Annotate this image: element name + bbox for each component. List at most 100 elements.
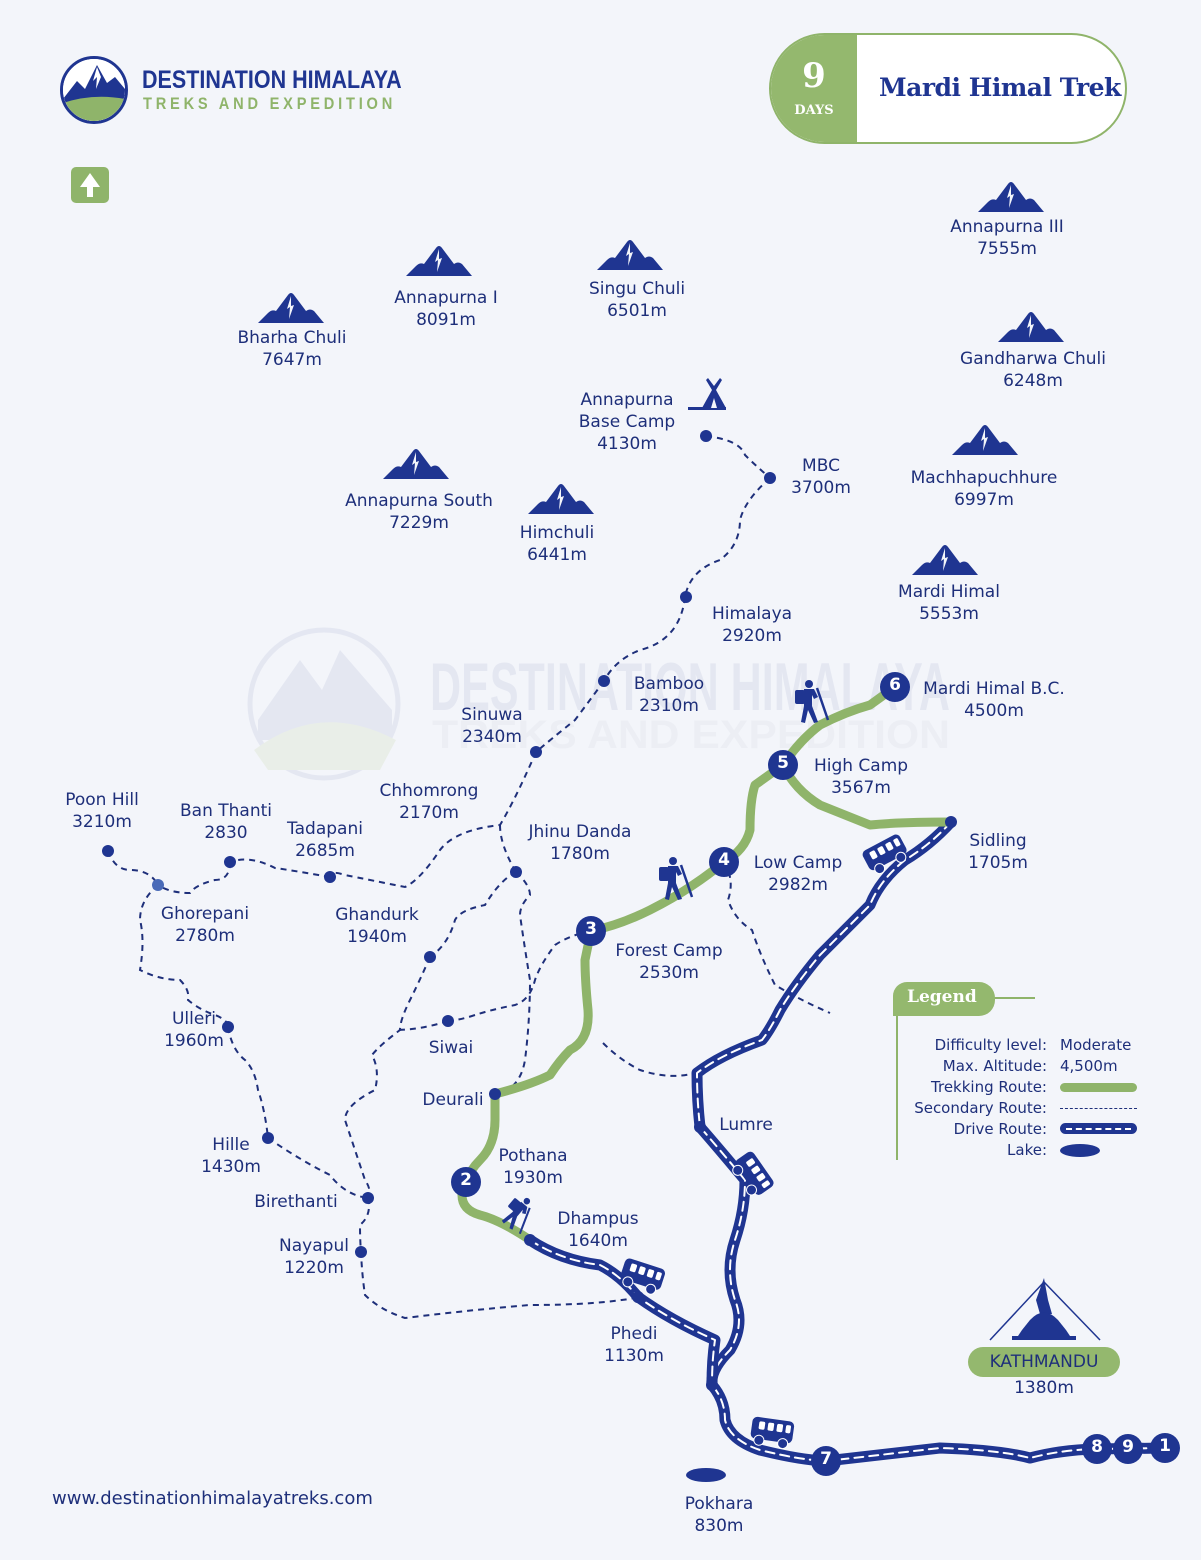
svg-text:TREKS AND EXPEDITION: TREKS AND EXPEDITION: [432, 713, 950, 757]
day-number: 6: [889, 675, 901, 695]
mountain-icon: [528, 484, 594, 514]
website-link[interactable]: www.destinationhimalayatreks.com: [52, 1488, 373, 1509]
legend-row-max-altitude: Max. Altitude: 4,500m: [942, 1057, 1118, 1075]
day-badge-8: [1082, 1434, 1112, 1464]
legend-row-difficulty: Difficulty level: Moderate: [934, 1036, 1132, 1054]
legend-row-secondary-route: Secondary Route:: [893, 1099, 1153, 1120]
legend-row-drive-route: Drive Route:: [893, 1120, 1153, 1141]
legend: Legend Difficulty level: Moderate Max. A…: [893, 982, 1153, 1162]
legend-divider: [896, 1000, 898, 1160]
legend-title: Legend: [893, 982, 995, 1016]
trek-title-badge: 9 DAYS Mardi Himal Trek: [769, 33, 1127, 144]
bus-icon: [727, 1149, 777, 1201]
place-dots: [102, 430, 957, 1391]
lake-icon: [686, 1468, 726, 1482]
day-number: 9: [1122, 1437, 1134, 1457]
day-number: 7: [820, 1449, 832, 1469]
day-badge-4: [709, 847, 739, 877]
kathmandu-label: KATHMANDU: [968, 1347, 1120, 1377]
legend-divider: [993, 997, 1035, 999]
svg-text:DESTINATION HIMALAYA: DESTINATION HIMALAYA: [430, 649, 950, 725]
secondary-routes: [107, 435, 831, 1320]
day-number: 5: [777, 753, 789, 773]
day-badge-1: [1150, 1433, 1180, 1463]
logo-emblem-icon: [60, 56, 128, 124]
legend-row-lake: Lake:: [893, 1141, 1153, 1162]
mountain-icon: [912, 545, 978, 575]
north-arrow-icon: [80, 173, 100, 197]
secondary-route-swatch: [1060, 1108, 1137, 1109]
brand-name: DESTINATION HIMALAYA: [142, 66, 402, 94]
day-badge-9: [1113, 1434, 1143, 1464]
kathmandu-altitude: 1380m: [1014, 1378, 1074, 1398]
days-label: DAYS: [794, 103, 834, 118]
lake-swatch-icon: [1060, 1144, 1100, 1157]
legend-row-trekking-route: Trekking Route:: [893, 1078, 1153, 1099]
place-label-deurali: Deurali: [422, 1090, 484, 1110]
mountain-icon: [383, 449, 449, 479]
day-badge-7: [811, 1446, 841, 1476]
mountain-icon: [406, 246, 472, 276]
page-title: Mardi Himal Trek: [879, 73, 1121, 102]
day-badge-6: [880, 672, 910, 702]
place-label-lumre: Lumre: [719, 1115, 773, 1135]
days-box: 9 DAYS: [771, 35, 857, 142]
day-number: 3: [585, 919, 597, 939]
bus-icon: [617, 1256, 667, 1298]
trekking-route-swatch: [1060, 1083, 1137, 1092]
days-number: 9: [802, 56, 826, 96]
brand-tagline: TREKS AND EXPEDITION: [143, 94, 397, 113]
place-label-siwai: Siwai: [428, 1038, 474, 1058]
place-label-birethanti: Birethanti: [254, 1192, 338, 1212]
mountain-icon: [978, 182, 1044, 212]
mountain-icon: [258, 293, 324, 323]
day-badge-3: [576, 916, 606, 946]
day-number: 1: [1159, 1436, 1171, 1456]
mountain-icon: [597, 240, 663, 270]
watermark: DESTINATION HIMALAYA TREKS AND EXPEDITIO…: [247, 627, 950, 781]
stop-label-mardi-himal-bc: Mardi Himal B.C.4500m: [923, 679, 1065, 721]
drive-route-swatch: [1060, 1123, 1137, 1134]
north-arrow-button[interactable]: [71, 167, 109, 203]
day-badge-5: [768, 750, 798, 780]
day-badge-2: [451, 1167, 481, 1197]
mountain-icon: [998, 312, 1064, 342]
day-badges: [451, 672, 1180, 1476]
day-number: 4: [718, 850, 730, 870]
day-number: 2: [460, 1170, 472, 1190]
day-number: 8: [1091, 1437, 1103, 1457]
brand-logo[interactable]: DESTINATION HIMALAYA TREKS AND EXPEDITIO…: [60, 56, 402, 128]
